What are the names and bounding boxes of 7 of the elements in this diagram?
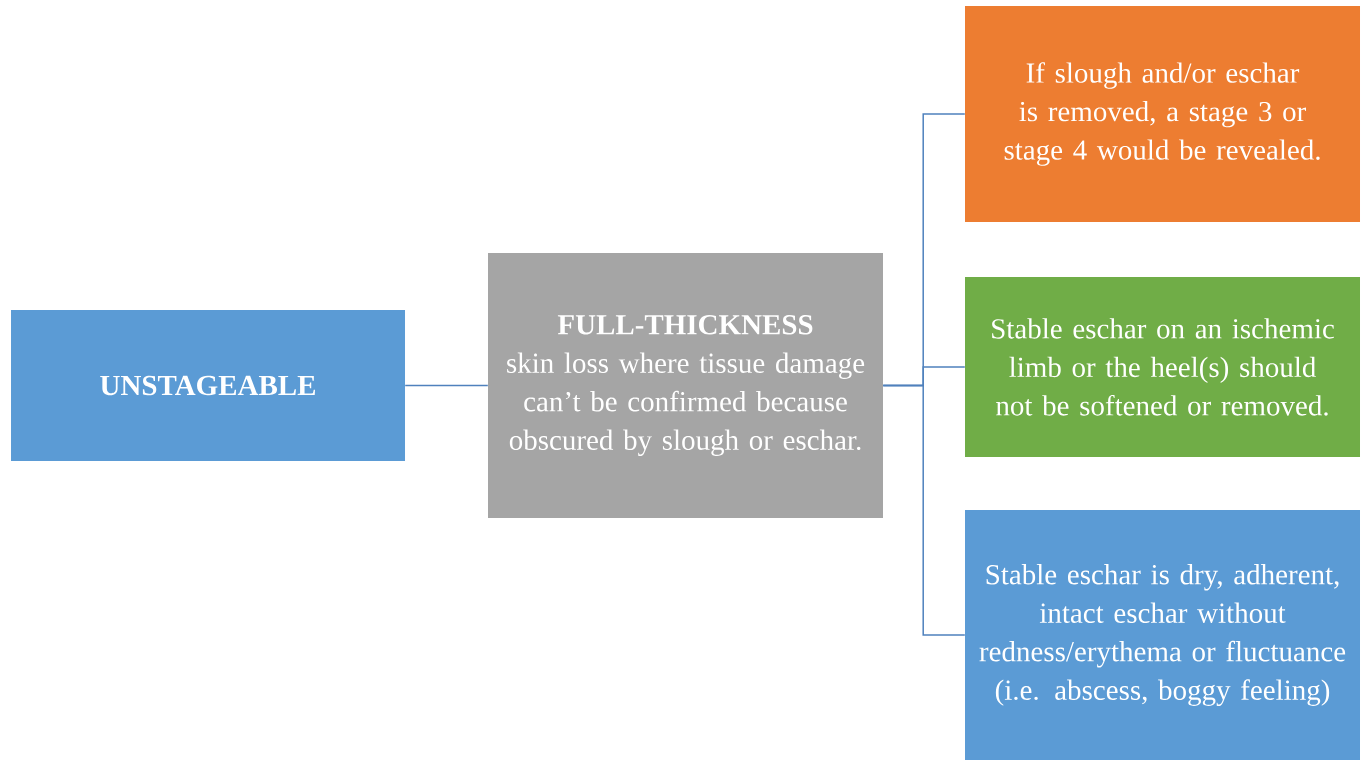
definition-box: FULL-THICKNESS skin loss where tissue damage can’t be confirmed because obscured by slough or eschar. xyxy=(488,253,883,518)
note-box: Stable eschar on an ischemic limb or the heel(s) should not be softened or removed. xyxy=(965,277,1360,457)
note-box: Stable eschar is dry, adherent, intact eschar without redness/erythema or fluctuance (i.e. abscess, boggy feeling) xyxy=(965,510,1360,760)
connector-line xyxy=(404,384,489,387)
stage-box: UNSTAGEABLE xyxy=(11,310,405,461)
connector-line xyxy=(882,384,966,636)
note-box: If slough and/or eschar is removed, a stage 3 or stage 4 would be revealed. xyxy=(965,6,1360,222)
